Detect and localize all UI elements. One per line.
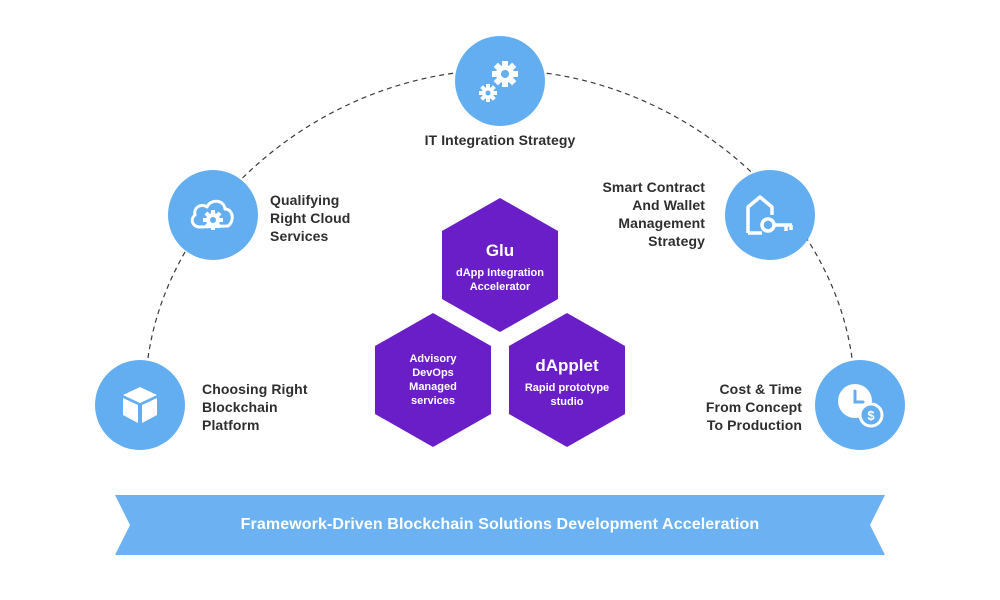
node-cloud bbox=[168, 170, 258, 260]
label-cloud: Qualifying Right Cloud Services bbox=[270, 192, 351, 244]
svg-text:$: $ bbox=[867, 408, 875, 423]
gears-icon bbox=[479, 61, 518, 102]
hexagon-advisory-text: Advisory DevOps Managed services bbox=[409, 353, 457, 407]
hexagon-glu-text: Glu dApp Integration Accelerator bbox=[442, 240, 558, 294]
label-wallet: Smart Contract And Wallet Management Str… bbox=[602, 179, 705, 249]
node-it bbox=[455, 36, 545, 126]
hexagon-glu bbox=[442, 198, 558, 332]
cloud-gear-icon bbox=[190, 199, 234, 230]
hexagon-dapplet-title: dApplet bbox=[535, 356, 599, 375]
hexagon-dapplet-text: dApplet Rapid prototype studio bbox=[509, 355, 625, 409]
hexagon-advisory bbox=[375, 313, 491, 447]
label-it: IT Integration Strategy bbox=[424, 132, 576, 148]
building-key-icon bbox=[746, 195, 793, 235]
node-wallet bbox=[725, 170, 815, 260]
label-platform: Choosing Right Blockchain Platform bbox=[202, 381, 308, 433]
banner-title: Framework-Driven Blockchain Solutions De… bbox=[240, 516, 760, 533]
hexagon-glu-title: Glu bbox=[485, 241, 515, 260]
clock-dollar-icon: $ bbox=[838, 384, 884, 428]
cube-icon bbox=[123, 387, 157, 423]
banner-ribbon bbox=[115, 495, 885, 555]
node-cost: $ bbox=[815, 360, 905, 450]
label-cost: Cost & Time From Concept To Production bbox=[705, 381, 802, 433]
hexagon-dapplet bbox=[509, 313, 625, 447]
node-platform bbox=[95, 360, 185, 450]
